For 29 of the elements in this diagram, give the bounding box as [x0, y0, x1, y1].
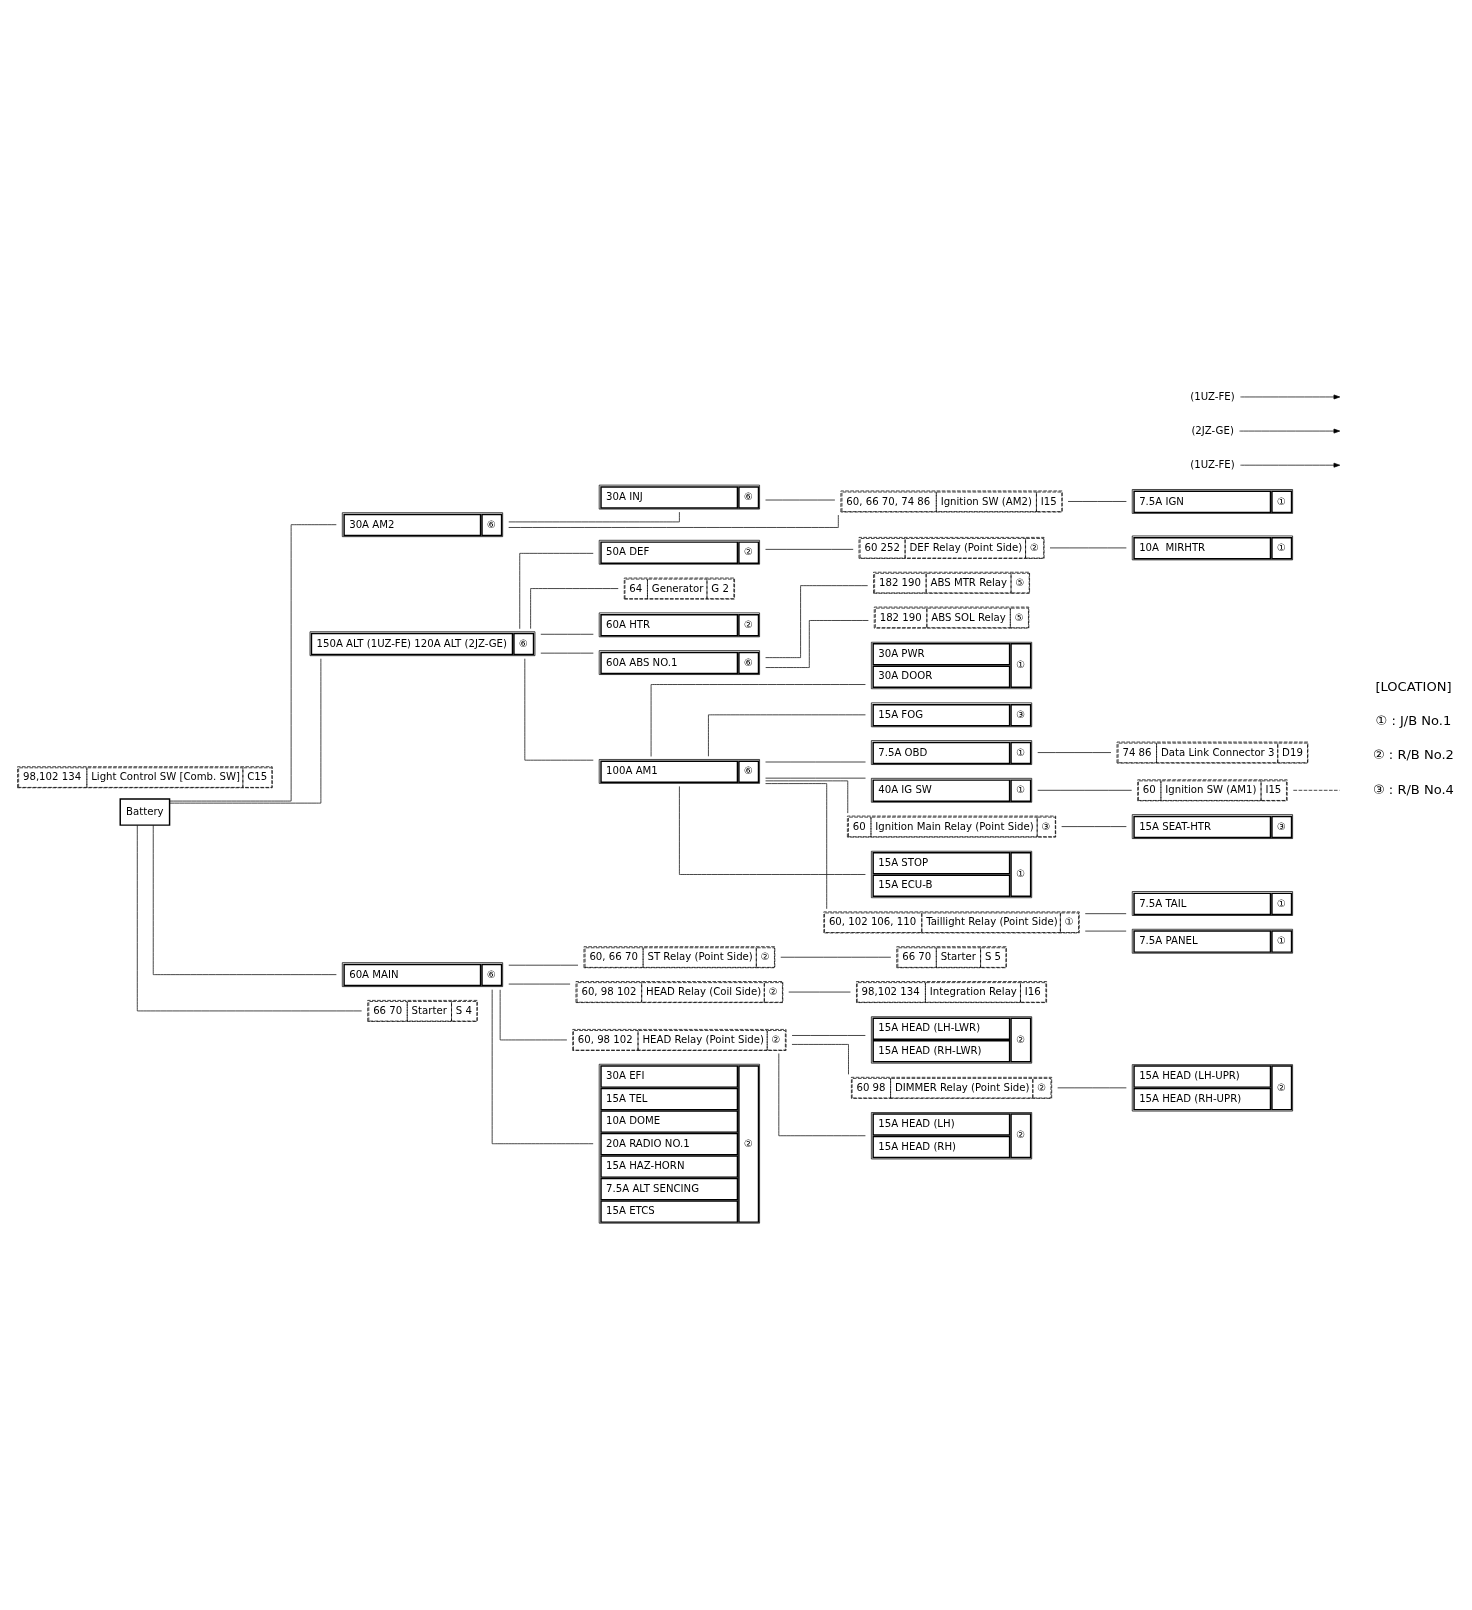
- connector: [530, 588, 619, 629]
- label: ③ : R/B No.4: [1373, 781, 1454, 797]
- connector: [169, 658, 322, 804]
- connector: [508, 514, 839, 528]
- connector: [679, 786, 866, 875]
- connector: [1067, 501, 1127, 502]
- connector: [650, 684, 866, 757]
- connector: [1037, 752, 1112, 753]
- connector: [1061, 826, 1127, 827]
- connector: [169, 524, 337, 802]
- connector: [791, 1044, 849, 1075]
- connector: [765, 585, 869, 658]
- connector: [152, 825, 337, 975]
- connector: [136, 825, 362, 1012]
- label: [LOCATION]: [1375, 679, 1452, 695]
- node-box: Battery: [119, 798, 171, 826]
- node-text: (2JZ-GE): [1191, 424, 1234, 436]
- label: ① : J/B No.1: [1375, 713, 1452, 729]
- arrow: [1240, 394, 1341, 400]
- connector: [765, 780, 849, 814]
- connector: [765, 783, 828, 910]
- connector: [708, 714, 866, 757]
- node-text: (1UZ-FE): [1190, 390, 1235, 402]
- arrow: [1240, 462, 1341, 468]
- connector: [791, 1035, 866, 1036]
- connector: [765, 620, 869, 668]
- arrow: [1239, 428, 1341, 434]
- node-text: (1UZ-FE): [1190, 458, 1235, 470]
- label: ② : R/B No.2: [1373, 747, 1454, 763]
